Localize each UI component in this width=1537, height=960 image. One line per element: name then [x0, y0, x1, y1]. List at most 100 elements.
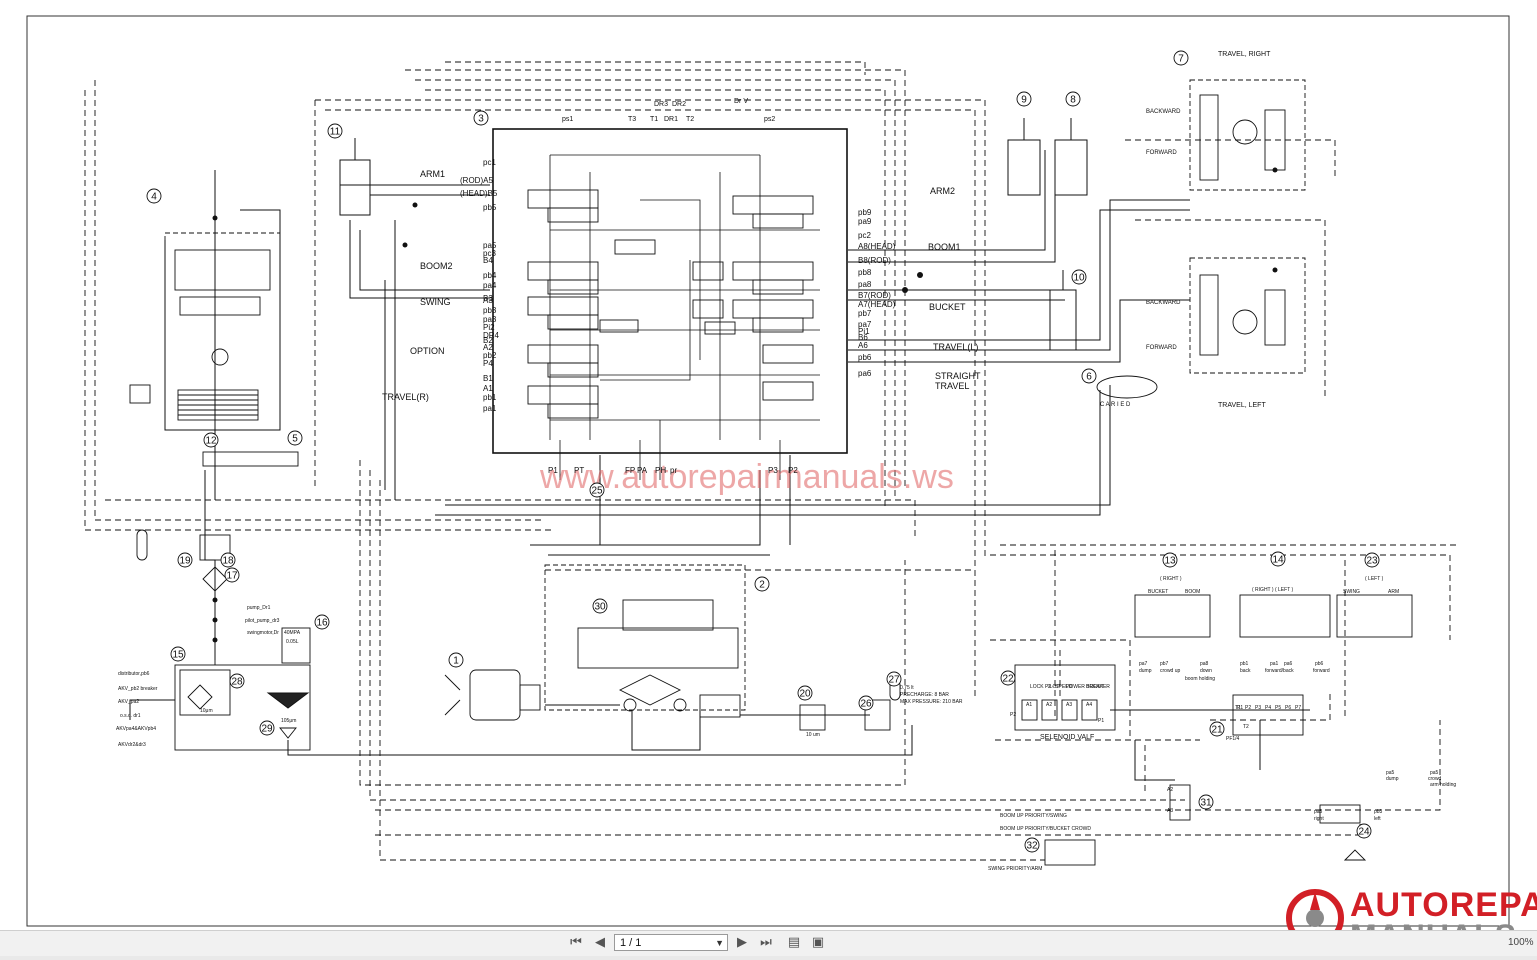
brand-logo-line1: AUTOREPAIR	[1350, 886, 1537, 924]
callout-circle	[327, 123, 343, 139]
misc-label: P1	[1237, 705, 1243, 711]
misc-label: P7	[1295, 705, 1301, 711]
callout-number: 16	[316, 618, 328, 629]
valve-port-label: pa5	[483, 241, 497, 250]
callout-circle	[1081, 368, 1097, 384]
pilot-sub-label: pb1	[1240, 661, 1249, 667]
section-label-swing: SWING	[420, 297, 451, 307]
callout-number: 2	[759, 580, 765, 591]
section-label-travel-right: TRAVEL, RIGHT	[1218, 51, 1271, 58]
valve-port-label: A2	[483, 343, 493, 352]
pilot-sub-label: crowd up	[1160, 668, 1181, 674]
priority-label: SWING PRIORITY/ARM	[988, 866, 1042, 872]
pilot-sub-label: pb6	[1315, 661, 1324, 667]
callout-number: 31	[1200, 798, 1212, 809]
valve-top-port: Dr V	[734, 98, 748, 105]
callout-circle	[592, 598, 608, 614]
valve-port-label: pa4	[483, 281, 497, 290]
valve-port-label: pa8	[858, 280, 872, 289]
valve-top-port: T2	[686, 116, 694, 123]
section-label-boom1: BOOM1	[928, 242, 961, 252]
callout-circle	[886, 671, 902, 687]
callout-number: 5	[292, 434, 298, 445]
valve-top-port: DR3	[654, 101, 668, 108]
valve-port-label: pb7	[858, 309, 872, 318]
page-border	[26, 15, 1510, 927]
valve-port-label: B2	[483, 336, 493, 345]
misc-label: P3	[1255, 705, 1261, 711]
valve-port-label: DR4	[483, 331, 500, 340]
pilot-sub-label: pa6	[1284, 661, 1293, 667]
first-page-icon[interactable]: ⏮	[570, 935, 582, 950]
valve-port-label: pb9	[858, 208, 872, 217]
pilot-sub-label: boom holding	[1185, 676, 1215, 682]
valve-port-label: pb4	[483, 271, 497, 280]
backward-label: BACKWARD	[1146, 300, 1181, 306]
callout-circle	[170, 646, 186, 662]
callout-number: 19	[179, 556, 191, 567]
section-label-boom2: BOOM2	[420, 261, 453, 271]
priority-label: BOOM UP PRIORITY/BUCKET CROWD	[1000, 826, 1091, 832]
pilot-sub-label: pa7	[1139, 661, 1148, 667]
pilot-group-title: ( RIGHT )	[1160, 576, 1182, 582]
callout-number: 24	[1358, 827, 1370, 838]
valve-port-label: pb8	[858, 268, 872, 277]
valve-port-label: pb2	[483, 351, 497, 360]
valve-port-label: B8(ROD)	[858, 256, 891, 265]
valve-top-port: T3	[628, 116, 636, 123]
valve-bottom-port: PH	[655, 466, 666, 475]
misc-label: P2	[1245, 705, 1251, 711]
fit-width-icon[interactable]: ▤	[787, 935, 801, 950]
valve-bottom-port: P3	[768, 466, 778, 475]
pilot-group-item: BOOM	[1185, 589, 1200, 595]
callout-circle	[754, 576, 770, 592]
forward-label: FORWARD	[1146, 150, 1177, 156]
callout-circle	[146, 188, 162, 204]
callout-number: 12	[205, 436, 217, 447]
travel-motors	[1096, 79, 1306, 399]
solenoid-port-label: A1	[1026, 702, 1032, 708]
valve-port-label: Pi1	[858, 327, 870, 336]
callout-number: 1	[453, 656, 459, 667]
valve-port-label: A7(HEAD)	[858, 300, 896, 309]
section-label-selenoid: SELENOID VALF	[1040, 734, 1094, 741]
misc-label: P5	[1275, 705, 1281, 711]
pilot-sub-label: pa5	[1386, 770, 1395, 776]
valve-port-label: P4	[483, 359, 493, 368]
valve-bottom-port: P1	[548, 466, 558, 475]
previous-page-icon[interactable]: ◀	[595, 935, 605, 950]
junction-dots	[212, 167, 1278, 643]
valve-port-label: (ROD)A5	[460, 176, 493, 185]
solenoid-port-label: P2	[1010, 712, 1016, 718]
section-label-travel-l: TRAVEL(L)	[933, 342, 978, 352]
solenoid-port-label: P1	[1098, 718, 1104, 724]
callout-number: 18	[222, 556, 234, 567]
callout-number: 15	[172, 650, 184, 661]
misc-label: A3	[1167, 808, 1173, 814]
fit-page-icon[interactable]: ▣	[811, 935, 825, 950]
valve-port-label: pb5	[483, 203, 497, 212]
valve-port-label: B4	[483, 256, 493, 265]
next-page-icon[interactable]: ▶	[737, 935, 747, 950]
filter-label: 40MPA	[284, 630, 301, 636]
pilot-sub-label: left	[1374, 816, 1381, 822]
forward-label: FORWARD	[1146, 345, 1177, 351]
valve-port-label: A8(HEAD)	[858, 242, 896, 251]
callout-circle	[473, 110, 489, 126]
solenoid-port-label: 2 - SPEED	[1048, 684, 1073, 690]
callout-number: 8	[1070, 95, 1076, 106]
last-page-icon[interactable]: ⏭	[760, 935, 772, 950]
callout-circle	[1173, 50, 1189, 66]
callout-number: 30	[594, 602, 606, 613]
valve-top-port: DR2	[672, 101, 686, 108]
pilot-sub-label: back	[1240, 668, 1251, 674]
callout-circle	[1209, 721, 1225, 737]
main-control-valve	[492, 128, 848, 480]
page-number-select[interactable]: 1 / 1 ▼	[614, 934, 728, 951]
callout-number: 7	[1178, 54, 1184, 65]
watermark-text: www.autorepairmanuals.ws	[539, 458, 954, 496]
valve-port-label: (HEAD)B5	[460, 189, 498, 198]
callout-number: 9	[1021, 95, 1027, 106]
pilot-group-item: BUCKET	[1148, 589, 1168, 595]
